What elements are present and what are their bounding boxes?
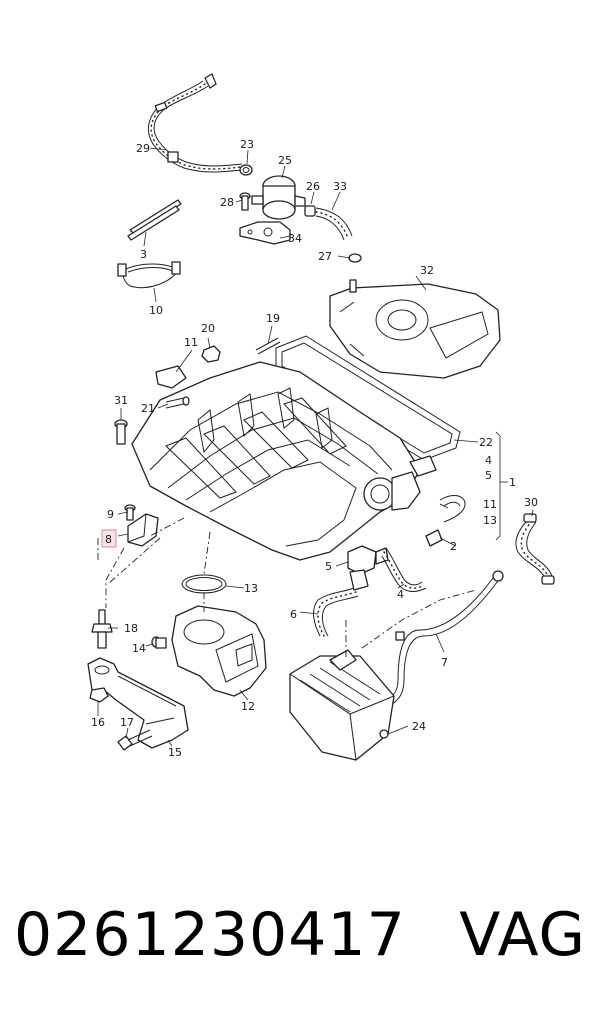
callout-labels: 29 23 25 26 33 28 34 27 3 10 32 20 11 19… [91,138,538,759]
exploded-parts-diagram: 29 23 25 26 33 28 34 27 3 10 32 20 11 19… [87,73,555,761]
cable-ties-3 [127,199,182,241]
callout-15: 15 [168,746,182,759]
callout-26: 26 [306,180,320,193]
callout-11b: 11 [483,498,497,511]
throttle-valve-unit-12 [171,605,267,697]
part-info-footer: 0261230417 VAG [0,890,600,980]
callout-8: 8 [105,533,112,546]
part-number: 0261230417 [14,900,406,970]
callout-34: 34 [288,232,302,245]
callout-30: 30 [524,496,538,509]
leader-lines [97,147,534,747]
callout-5a: 5 [485,469,492,482]
hose-30 [515,513,555,585]
callout-32: 32 [420,264,434,277]
callout-11a: 11 [184,336,198,349]
callout-7: 7 [441,656,448,669]
clip-26 [304,205,316,217]
vacuum-hose-4 [381,547,427,592]
callout-20: 20 [201,322,215,335]
callout-5b: 5 [325,560,332,573]
bolt-21 [165,396,190,409]
bolt-28 [239,192,251,211]
callout-9: 9 [107,508,114,521]
callout-17: 17 [120,716,134,729]
bolt-14 [151,636,167,649]
map-sensor-8 [127,513,159,547]
callout-28: 28 [220,196,234,209]
callout-4a: 4 [485,454,492,467]
intake-manifold-1 [131,361,421,561]
breather-pipe-7 [383,570,504,707]
bracket-34 [239,221,291,245]
callout-1: 1 [509,476,516,489]
callout-33: 33 [333,180,347,193]
brand-name: VAG [459,900,586,970]
nut-20 [201,345,221,363]
hose-6 [313,569,369,637]
bolt-17 [117,729,153,751]
sensor-cable-11-13 [425,495,466,547]
callout-8-highlight [101,529,117,548]
callout-19: 19 [266,312,280,325]
callout-16: 16 [91,716,105,729]
pressure-valve-25 [251,175,306,220]
stud-bolt-18 [91,609,113,649]
hose-clamp-23 [239,164,253,176]
callout-13b: 13 [244,582,258,595]
callout-10: 10 [149,304,163,317]
callout-23: 23 [240,138,254,151]
callout-21: 21 [141,402,155,415]
callout-25: 25 [278,154,292,167]
o-ring-13 [181,574,227,594]
bolt-31 [114,419,128,445]
callout-6: 6 [290,608,297,621]
control-unit-24 [289,649,395,761]
callout-2: 2 [450,540,457,553]
callout-27: 27 [318,250,332,263]
nut-16 [89,687,109,703]
pressure-sensor-5 [347,545,389,575]
callout-13a: 13 [483,514,497,527]
callout-22: 22 [479,436,493,449]
callout-12: 12 [241,700,255,713]
callout-14: 14 [132,642,146,655]
sensor-11 [155,365,187,389]
callout-4b: 4 [397,588,404,601]
callout-3: 3 [140,248,147,261]
callout-18: 18 [124,622,138,635]
stud-19 [255,337,281,355]
support-bracket-15 [87,657,189,749]
callout-24: 24 [412,720,426,733]
callout-29: 29 [136,142,150,155]
vent-hose-33 [315,207,362,263]
screw-9 [124,504,136,521]
engine-cover-32 [329,279,501,379]
hose-clamp-10 [117,261,181,288]
throttle-connector-2 [363,455,437,511]
callout-31: 31 [114,394,128,407]
assembly-lines [97,517,477,660]
breather-hose-29 [147,73,243,173]
